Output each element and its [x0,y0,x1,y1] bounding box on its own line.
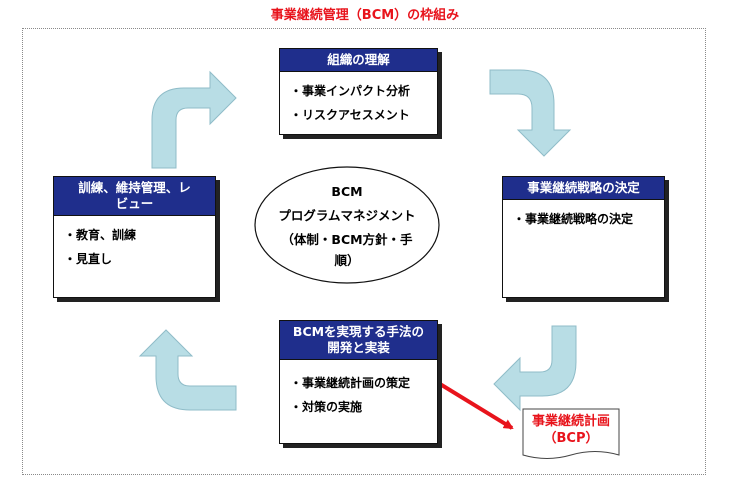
center-ellipse [254,166,440,284]
diagram-frame [22,28,706,475]
box-strategy-decision: 事業継続戦略の決定 ・事業継続戦略の決定 [502,176,665,298]
box-header-line: BCMを実現する手法の [292,324,425,339]
list-item: ・見直し [64,252,113,266]
box-header: 事業継続戦略の決定 [503,177,664,200]
box-header-line: ビュー [115,196,154,211]
curved-arrow-icon [151,70,237,169]
curved-arrow-icon [138,329,237,411]
center-line: プログラムマネジメント [278,208,416,223]
center-line: （体制・BCM方針・手 [281,232,413,247]
center-label: BCM プログラムマネジメント （体制・BCM方針・手 順） [252,180,442,270]
red-arrow-icon [438,382,514,430]
box-header-line: 開発と実装 [327,340,390,355]
list-item: ・教育、訓練 [64,228,137,242]
document-line: 事業継続計画 [531,414,610,429]
document-line: （BCP） [543,431,599,446]
list-item: ・事業継続計画の策定 [290,376,411,390]
curved-arrow-icon [489,69,572,157]
bcp-document-label: 事業継続計画 （BCP） [523,413,619,447]
diagram-title: 事業継続管理（BCM）の枠組み [270,8,460,23]
box-header: 訓練、維持管理、レ ビュー [54,177,215,216]
box-header: BCMを実現する手法の 開発と実装 [280,321,437,360]
box-development-implementation: BCMを実現する手法の 開発と実装 ・事業継続計画の策定 ・対策の実施 [279,320,438,444]
center-line: BCM [331,184,363,199]
document-shape [522,408,620,459]
list-item: ・リスクアセスメント [290,108,410,122]
list-item: ・事業継続戦略の決定 [513,212,634,226]
box-organization-understanding: 組織の理解 ・事業インパクト分析 ・リスクアセスメント [279,48,438,135]
box-training-review: 訓練、維持管理、レ ビュー ・教育、訓練 ・見直し [53,176,216,298]
box-header: 組織の理解 [280,49,437,72]
box-header-line: 訓練、維持管理、レ [78,180,191,195]
list-item: ・対策の実施 [290,400,363,414]
curved-arrow-icon [493,325,577,412]
list-item: ・事業インパクト分析 [290,84,411,98]
center-line: 順） [334,253,360,268]
